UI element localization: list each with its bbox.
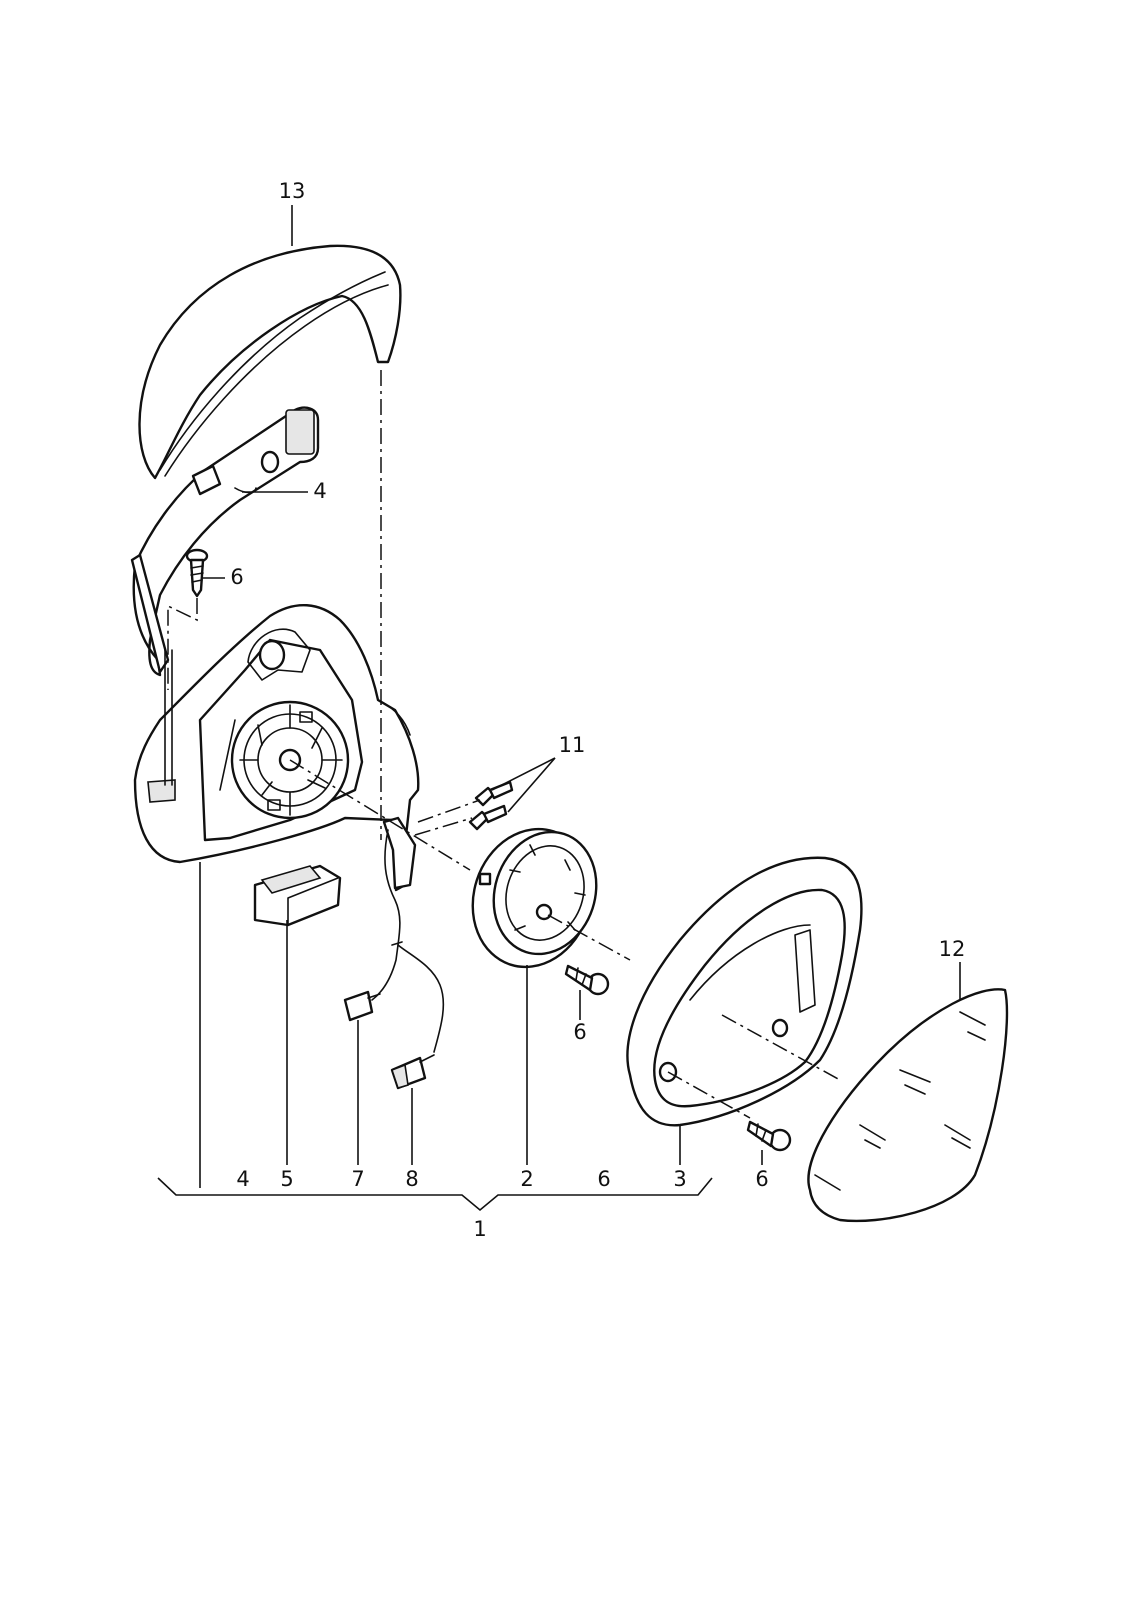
mirror-housing — [133, 604, 420, 892]
callout-6-bottom: 6 — [597, 1167, 610, 1191]
cable-harness — [371, 816, 445, 1053]
callout-1: 1 — [473, 1217, 486, 1241]
callout-2: 2 — [520, 1167, 533, 1191]
mirror-cap-part-13 — [138, 244, 402, 480]
callout-labels: 13 4 6 11 12 6 6 4 5 7 8 2 6 3 1 — [230, 179, 965, 1241]
callout-13: 13 — [279, 179, 306, 203]
turn-signal-part-4 — [130, 406, 320, 677]
callout-6-upper: 6 — [230, 565, 243, 589]
callout-12: 12 — [939, 937, 966, 961]
mirror-glass-part-12 — [807, 988, 1009, 1223]
screw-part-6-motor — [564, 964, 610, 996]
callout-4-upper: 4 — [313, 479, 326, 503]
callout-5: 5 — [280, 1167, 293, 1191]
callout-6-motor: 6 — [573, 1020, 586, 1044]
connector-part-8 — [390, 1054, 435, 1090]
leader-lines — [157, 205, 961, 1212]
callout-4-bottom: 4 — [236, 1167, 249, 1191]
screw-part-6-glass — [667, 1071, 792, 1152]
callout-3: 3 — [673, 1167, 686, 1191]
bolts-part-11 — [414, 780, 514, 836]
screw-part-6-upper — [167, 548, 209, 690]
callout-11: 11 — [559, 733, 586, 757]
switch-part-5 — [253, 864, 342, 927]
motor-part-2 — [289, 759, 631, 969]
connector-part-7 — [343, 990, 381, 1022]
callout-7: 7 — [351, 1167, 364, 1191]
mirror-frame-part-3 — [626, 856, 863, 1127]
callout-8: 8 — [405, 1167, 418, 1191]
callout-6-glass: 6 — [755, 1167, 768, 1191]
